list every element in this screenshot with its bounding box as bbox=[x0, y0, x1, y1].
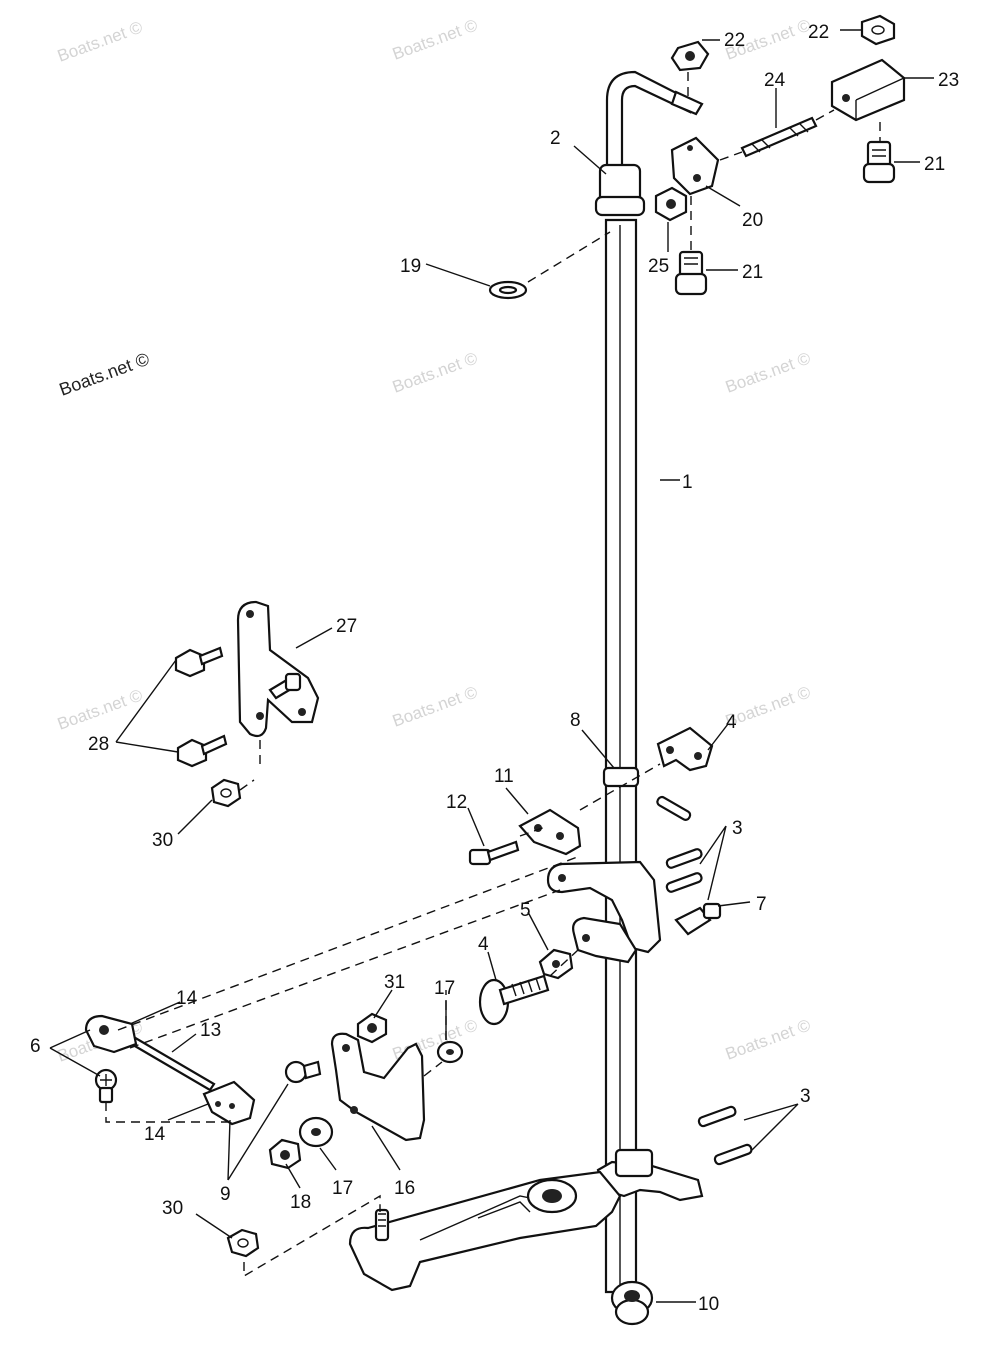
label-4b: 4 bbox=[478, 934, 489, 955]
label-6: 6 bbox=[30, 1036, 41, 1057]
washer-part-17a bbox=[436, 1040, 464, 1064]
rod-part-24 bbox=[740, 116, 818, 158]
label-24: 24 bbox=[764, 70, 786, 91]
part-labels: 1 2 19 22 22 23 24 20 21 21 25 27 28 30 … bbox=[30, 22, 959, 1315]
watermark: Boats.net © bbox=[390, 348, 481, 396]
nut-part-22b bbox=[860, 14, 896, 46]
label-16: 16 bbox=[394, 1178, 415, 1199]
nut-part-31 bbox=[356, 1012, 388, 1044]
watermark-main: Boats.net © bbox=[57, 349, 152, 400]
label-25: 25 bbox=[648, 256, 669, 277]
watermark: Boats.net © bbox=[390, 15, 481, 63]
pins-part-3a bbox=[656, 795, 703, 893]
lever-upper bbox=[546, 860, 662, 964]
nut-part-30a bbox=[210, 778, 242, 808]
label-11: 11 bbox=[494, 766, 514, 787]
label-9: 9 bbox=[220, 1184, 231, 1205]
label-13: 13 bbox=[200, 1020, 221, 1041]
nut-part-22a bbox=[670, 40, 710, 72]
watermark: Boats.net © bbox=[55, 17, 146, 65]
label-23: 23 bbox=[938, 70, 959, 91]
block-part-23 bbox=[830, 58, 906, 122]
screw-part-12 bbox=[468, 840, 520, 866]
watermark: Boats.net © bbox=[390, 682, 481, 730]
nut-part-18 bbox=[268, 1138, 302, 1170]
collar-part-8 bbox=[602, 766, 640, 788]
screw-part-21a bbox=[862, 140, 896, 184]
bolt-part-4b bbox=[478, 974, 550, 1026]
label-21b: 21 bbox=[742, 262, 763, 283]
label-4a: 4 bbox=[726, 712, 737, 733]
clamp-part-4a bbox=[656, 726, 714, 772]
screw-part-21b bbox=[674, 250, 708, 296]
label-28: 28 bbox=[88, 734, 109, 755]
label-17b: 17 bbox=[332, 1178, 353, 1199]
grommet-part-10 bbox=[610, 1280, 654, 1326]
label-19: 19 bbox=[400, 256, 421, 277]
ball-part-9 bbox=[284, 1060, 322, 1084]
label-20: 20 bbox=[742, 210, 763, 231]
nut-part-5 bbox=[538, 948, 574, 980]
label-22b: 22 bbox=[808, 22, 829, 43]
label-3a: 3 bbox=[732, 818, 743, 839]
label-2: 2 bbox=[550, 128, 561, 149]
block-part-20 bbox=[670, 136, 720, 196]
screw-part-7 bbox=[674, 902, 722, 936]
bracket-part-27 bbox=[236, 600, 320, 738]
label-3b: 3 bbox=[800, 1086, 811, 1107]
label-30b: 30 bbox=[162, 1198, 183, 1219]
screw-part-28b bbox=[176, 734, 228, 768]
bushing-part-2 bbox=[594, 163, 646, 217]
label-31: 31 bbox=[384, 972, 405, 993]
watermark: Boats.net © bbox=[723, 1015, 814, 1063]
screw-part-6 bbox=[94, 1068, 118, 1104]
washer-part-17b bbox=[298, 1116, 334, 1148]
leader-lines bbox=[49, 29, 934, 1303]
nut-part-25 bbox=[654, 186, 688, 222]
label-22a: 22 bbox=[724, 30, 745, 51]
pins-part-3b bbox=[697, 1105, 753, 1166]
label-7: 7 bbox=[756, 894, 767, 915]
clamp-part-11 bbox=[518, 808, 582, 856]
retainer-part-19 bbox=[488, 280, 528, 300]
label-1: 1 bbox=[682, 472, 693, 493]
label-5: 5 bbox=[520, 900, 531, 921]
label-17a: 17 bbox=[434, 978, 455, 999]
label-10: 10 bbox=[698, 1294, 719, 1315]
screw-part-28a bbox=[174, 646, 224, 678]
nut-part-30b bbox=[226, 1228, 260, 1258]
label-14a: 14 bbox=[176, 988, 198, 1009]
label-18: 18 bbox=[290, 1192, 311, 1213]
label-27: 27 bbox=[336, 616, 357, 637]
watermark: Boats.net © bbox=[55, 685, 146, 733]
label-21a: 21 bbox=[924, 154, 945, 175]
watermark: Boats.net © bbox=[723, 348, 814, 396]
throttle-arm bbox=[348, 1170, 622, 1292]
label-12: 12 bbox=[446, 792, 467, 813]
label-14b: 14 bbox=[144, 1124, 166, 1145]
label-8: 8 bbox=[570, 710, 581, 731]
label-30a: 30 bbox=[152, 830, 173, 851]
bracket-part-16 bbox=[330, 1032, 426, 1142]
link-rod-part-13 bbox=[84, 1014, 256, 1126]
